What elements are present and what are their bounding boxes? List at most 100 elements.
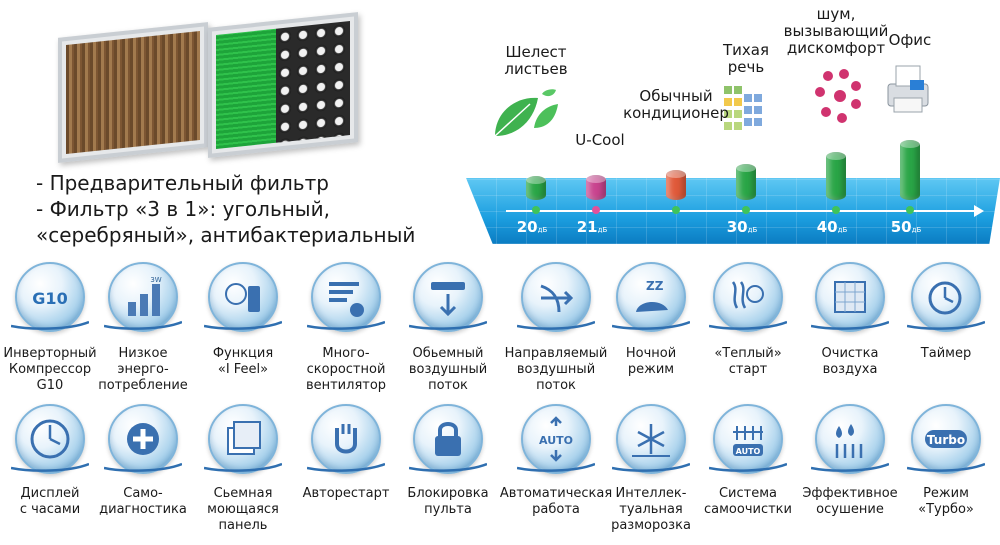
feature-label: Само-диагностика	[99, 486, 187, 517]
warm-start-icon	[713, 262, 783, 332]
directed-airflow-icon	[521, 262, 591, 332]
auto-mode-icon: AUTO	[521, 404, 591, 474]
feature-turbo: Turbo	[907, 404, 985, 474]
svg-text:Turbo: Turbo	[927, 433, 965, 447]
feature-lock	[409, 404, 487, 474]
filter-line-2: - Фильтр «3 в 1»: угольный,	[36, 197, 330, 221]
turbo-icon: Turbo	[911, 404, 981, 474]
feature-self-diagnosis	[104, 404, 182, 474]
volume-airflow-icon	[413, 262, 483, 332]
noise-level-tick: 20дБ	[516, 218, 548, 236]
filter-line-1: - Предварительный фильтр	[36, 171, 329, 195]
feature-air-purify	[811, 262, 889, 332]
feature-volume-airflow	[409, 262, 487, 332]
clock-icon	[15, 404, 85, 474]
swoosh-decoration	[307, 320, 385, 330]
feature-label: Режим«Турбо»	[918, 486, 974, 517]
feature-auto-mode: AUTO	[517, 404, 595, 474]
noise-level-marker	[742, 206, 750, 214]
feature-dehumidify	[811, 404, 889, 474]
swoosh-decoration	[11, 462, 89, 472]
svg-text:G10: G10	[32, 289, 67, 308]
night-mode-icon: ZZ	[616, 262, 686, 332]
swoosh-decoration	[11, 320, 89, 330]
removable-panel-icon	[208, 404, 278, 474]
feature-i-feel	[204, 262, 282, 332]
noise-level-bar	[736, 164, 756, 200]
noise-level-tick: 30дБ	[726, 218, 758, 236]
feature-warm-start	[709, 262, 787, 332]
feature-clock	[11, 404, 89, 474]
auto-restart-icon	[311, 404, 381, 474]
noise-level-bar	[826, 152, 846, 200]
feature-directed-airflow	[517, 262, 595, 332]
swoosh-decoration	[204, 320, 282, 330]
svg-text:AUTO: AUTO	[736, 447, 761, 456]
swoosh-decoration	[517, 462, 595, 472]
noise-level-bar	[900, 140, 920, 200]
noise-level-tick: 40дБ	[816, 218, 848, 236]
swoosh-decoration	[811, 320, 889, 330]
i-feel-icon	[208, 262, 278, 332]
noise-level-tick: 21дБ	[576, 218, 608, 236]
swoosh-decoration	[517, 320, 595, 330]
pre-filter-image	[58, 22, 208, 163]
self-diagnosis-icon	[108, 404, 178, 474]
air-purify-icon	[815, 262, 885, 332]
defrost-icon	[616, 404, 686, 474]
feature-energy-bars: 3W	[104, 262, 182, 332]
svg-text:AUTO: AUTO	[539, 434, 573, 447]
feature-label: «Теплый»старт	[714, 346, 782, 377]
scale-axis	[506, 205, 984, 217]
feature-defrost	[612, 404, 690, 474]
filter-illustration	[58, 10, 358, 163]
swoosh-decoration	[907, 462, 985, 472]
leaves-icon	[494, 89, 558, 137]
noise-level-tick: 50дБ	[890, 218, 922, 236]
filter-description: - Предварительный фильтр - Фильтр «3 в 1…	[36, 170, 415, 248]
swoosh-decoration	[104, 320, 182, 330]
feature-g10: G10	[11, 262, 89, 332]
feature-night-mode: ZZ	[612, 262, 690, 332]
noise-level-marker	[906, 206, 914, 214]
swoosh-decoration	[612, 320, 690, 330]
timer-icon	[911, 262, 981, 332]
feature-label: Функция«I Feel»	[212, 346, 274, 377]
g10-icon: G10	[15, 262, 85, 332]
noise-level-marker	[592, 206, 600, 214]
feature-timer	[907, 262, 985, 332]
feature-label: Таймер	[920, 346, 972, 361]
noise-level-bar	[526, 176, 546, 200]
svg-text:ZZ: ZZ	[646, 279, 664, 293]
noise-level-label: U-Cool	[575, 131, 625, 149]
speakers-icon	[815, 69, 861, 123]
fan-speed-icon	[311, 262, 381, 332]
self-clean-icon: AUTO	[713, 404, 783, 474]
swoosh-decoration	[409, 462, 487, 472]
feature-fan-speed	[307, 262, 385, 332]
noise-level-marker	[672, 206, 680, 214]
swoosh-decoration	[907, 320, 985, 330]
noise-level-marker	[832, 206, 840, 214]
swoosh-decoration	[612, 462, 690, 472]
3in1-filter-image	[208, 12, 358, 158]
swoosh-decoration	[709, 462, 787, 472]
swoosh-decoration	[709, 320, 787, 330]
feature-removable-panel	[204, 404, 282, 474]
